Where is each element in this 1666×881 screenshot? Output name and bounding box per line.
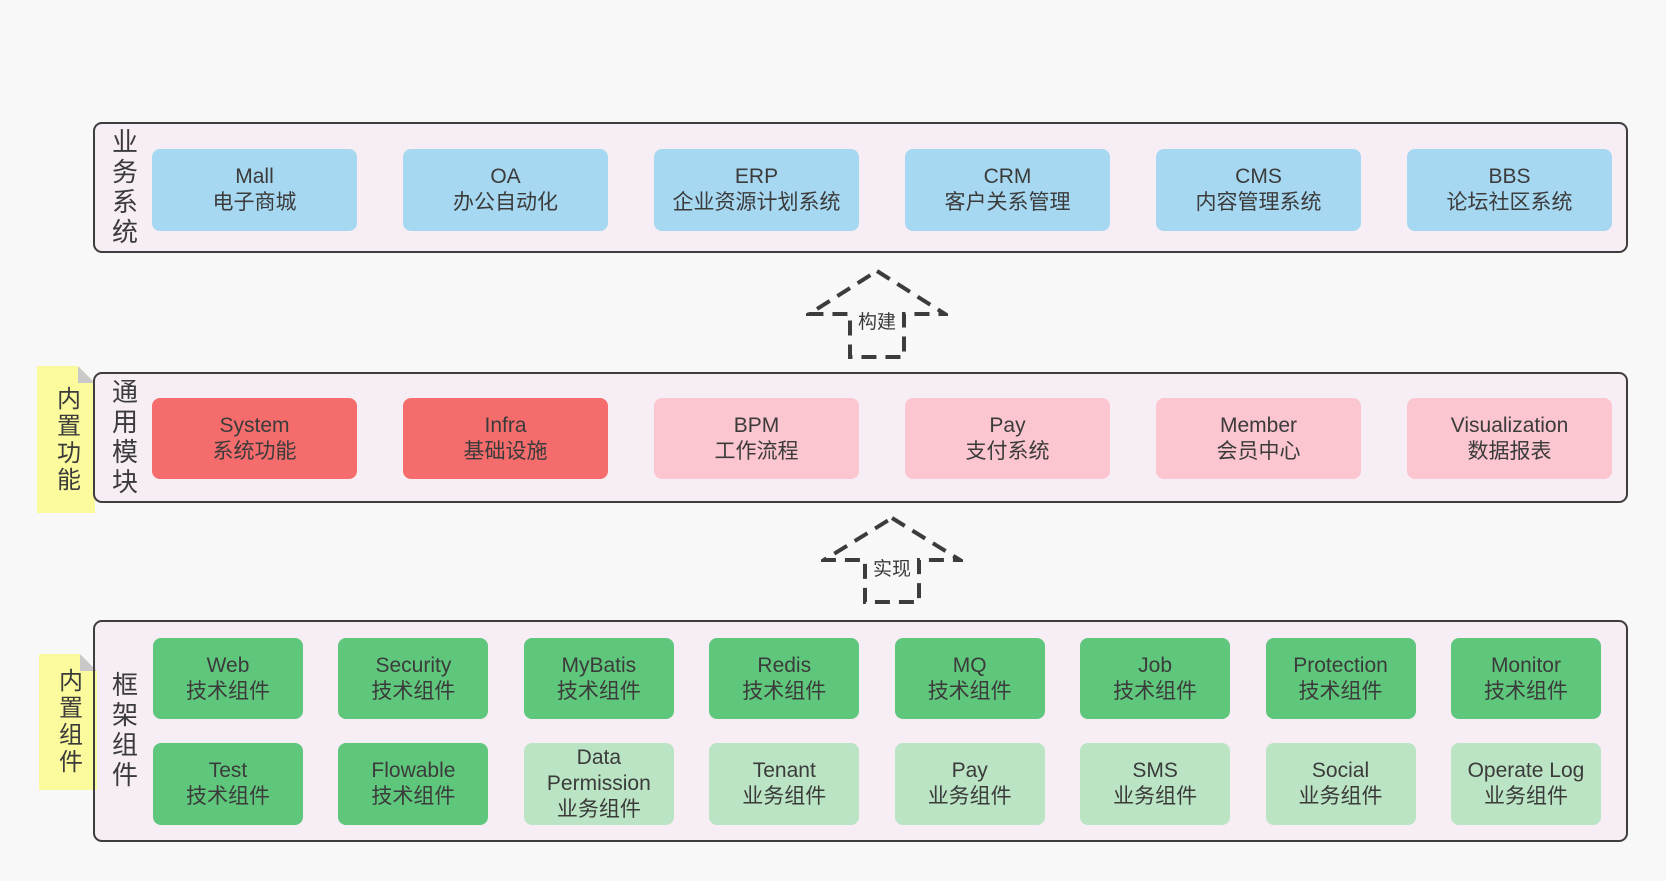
- box-tenant: Tenant 业务组件: [709, 743, 860, 825]
- components-row-1: Web 技术组件 Security 技术组件 MyBatis 技术组件 Redi…: [153, 638, 1601, 719]
- sticky-note-builtin-components: 内置组件: [39, 654, 97, 790]
- box-member: Member 会员中心: [1156, 398, 1361, 479]
- box-visualization: Visualization 数据报表: [1407, 398, 1612, 479]
- box-pay: Pay 支付系统: [905, 398, 1110, 479]
- section-framework-components: 框架组件 Web 技术组件 Security 技术组件 MyBatis 技术组件…: [93, 620, 1628, 842]
- box-pay-component: Pay 业务组件: [894, 743, 1045, 825]
- box-protection: Protection 技术组件: [1265, 638, 1416, 719]
- sticky-note-builtin-features: 内置功能: [37, 366, 95, 513]
- box-infra: Infra 基础设施: [403, 398, 608, 479]
- box-redis: Redis 技术组件: [709, 638, 860, 719]
- box-social: Social 业务组件: [1265, 743, 1416, 825]
- implement-arrow-icon: 实现: [821, 515, 963, 605]
- components-row-2: Test 技术组件 Flowable 技术组件 Data Permission …: [153, 743, 1601, 825]
- box-cms: CMS 内容管理系统: [1156, 149, 1361, 231]
- box-test: Test 技术组件: [153, 743, 303, 825]
- box-bpm: BPM 工作流程: [654, 398, 859, 479]
- box-oa: OA 办公自动化: [403, 149, 608, 231]
- module-boxes-row: System 系统功能 Infra 基础设施 BPM 工作流程 Pay 支付系统…: [152, 398, 1612, 479]
- build-arrow-icon: 构建: [806, 268, 948, 360]
- box-data-permission: Data Permission 业务组件: [523, 743, 674, 825]
- implement-arrow-label: 实现: [869, 560, 915, 580]
- box-operate-log: Operate Log 业务组件: [1450, 743, 1601, 825]
- box-crm: CRM 客户关系管理: [905, 149, 1110, 231]
- box-job: Job 技术组件: [1080, 638, 1231, 719]
- section-business-systems: 业务系统 Mall 电子商城 OA 办公自动化 ERP 企业资源计划系统 CRM…: [93, 122, 1628, 253]
- box-bbs: BBS 论坛社区系统: [1407, 149, 1612, 231]
- box-flowable: Flowable 技术组件: [338, 743, 489, 825]
- box-sms: SMS 业务组件: [1080, 743, 1231, 825]
- section-business-label: 业务系统: [108, 127, 139, 248]
- box-web: Web 技术组件: [153, 638, 303, 719]
- section-common-modules: 通用模块 System 系统功能 Infra 基础设施 BPM 工作流程 Pay…: [93, 372, 1628, 503]
- section-modules-label: 通用模块: [108, 377, 139, 498]
- business-boxes-row: Mall 电子商城 OA 办公自动化 ERP 企业资源计划系统 CRM 客户关系…: [152, 149, 1612, 231]
- box-mybatis: MyBatis 技术组件: [523, 638, 674, 719]
- box-monitor: Monitor 技术组件: [1450, 638, 1601, 719]
- box-erp: ERP 企业资源计划系统: [654, 149, 859, 231]
- section-components-label: 框架组件: [108, 671, 139, 791]
- box-mall: Mall 电子商城: [152, 149, 357, 231]
- box-security: Security 技术组件: [338, 638, 489, 719]
- box-system: System 系统功能: [152, 398, 357, 479]
- build-arrow-label: 构建: [854, 313, 900, 333]
- box-mq: MQ 技术组件: [894, 638, 1045, 719]
